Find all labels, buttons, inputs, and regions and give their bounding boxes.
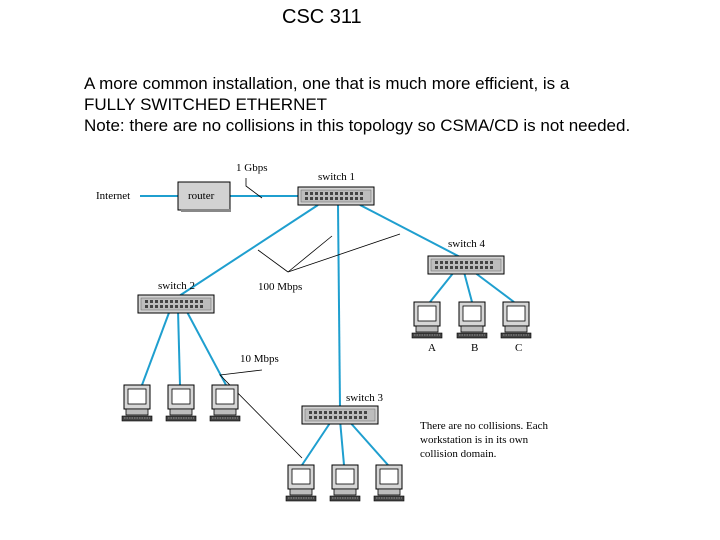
switch-2-label: switch 2 (158, 280, 195, 292)
speed-1gbps-label: 1 Gbps (236, 162, 267, 174)
link-switch1-switch3 (337, 204, 341, 409)
router-label: router (188, 190, 215, 202)
switch-1-label: switch 1 (318, 171, 355, 183)
body-line-3: Note: there are no collisions in this to… (84, 116, 631, 135)
speed-callouts (219, 178, 401, 459)
workstation-c-label: C (515, 342, 522, 354)
callout-1gbps (245, 178, 263, 199)
workstation-s3-2 (329, 464, 361, 502)
switch-3 (301, 405, 379, 425)
workstation-b (456, 301, 488, 339)
workstation-c (500, 301, 532, 339)
workstation-b-label: B (471, 342, 478, 354)
link-switch3-pc3 (347, 419, 389, 466)
slide-body: A more common installation, one that is … (84, 73, 630, 136)
slide-title: CSC 311 (282, 6, 362, 28)
workstation-s2-1 (121, 384, 153, 422)
callout-100mbps-c (287, 233, 401, 273)
link-switch4-pcB (463, 271, 473, 303)
body-line-2: FULLY SWITCHED ETHERNET (84, 95, 328, 114)
internet-label: Internet (96, 190, 130, 202)
note-line-3: collision domain. (420, 448, 497, 460)
link-switch3-pc2 (339, 419, 345, 466)
switch-2 (137, 294, 215, 314)
router (177, 181, 231, 212)
workstation-s2-3 (209, 384, 241, 422)
link-switch3-pc1 (301, 419, 333, 466)
link-switch4-pcC (473, 271, 515, 303)
switch-4-label: switch 4 (448, 238, 485, 250)
workstation-s2-2 (165, 384, 197, 422)
link-switch2-pc3 (185, 309, 227, 386)
switch-1 (297, 186, 375, 206)
network-links (140, 195, 515, 466)
speed-10mbps-label: 10 Mbps (240, 353, 279, 365)
link-switch2-pc1 (141, 309, 171, 386)
body-line-1: A more common installation, one that is … (84, 74, 570, 93)
workstation-a-label: A (428, 342, 436, 354)
link-switch1-switch4 (359, 204, 463, 259)
callout-100mbps-a (257, 249, 289, 273)
link-switch1-switch2 (175, 204, 319, 299)
workstation-s3-3 (373, 464, 405, 502)
link-switch4-pcA (429, 271, 455, 303)
link-switch2-pc2 (177, 309, 181, 386)
switch-4 (427, 255, 505, 275)
callout-10mbps (219, 369, 303, 459)
note-line-1: There are no collisions. Each (420, 420, 548, 432)
speed-100mbps-label: 100 Mbps (258, 281, 302, 293)
switch-3-label: switch 3 (346, 392, 383, 404)
workstation-s3-1 (285, 464, 317, 502)
note-line-2: workstation is in its own (420, 434, 529, 446)
callout-100mbps-b (287, 235, 333, 273)
workstation-a (411, 301, 443, 339)
